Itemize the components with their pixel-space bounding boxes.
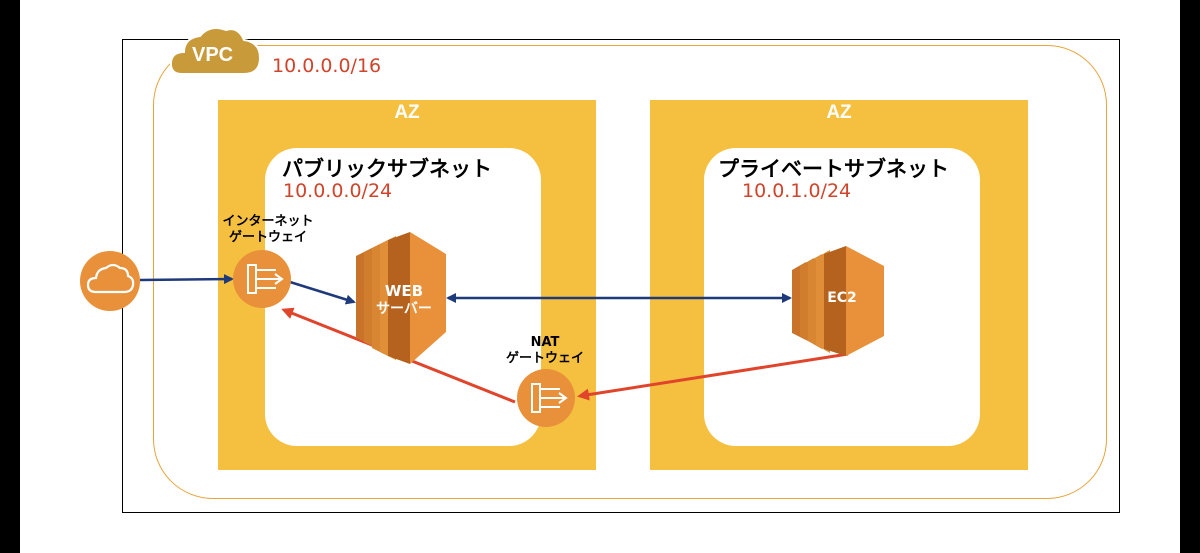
public-subnet-cidr: 10.0.0.0/24 [283, 180, 393, 202]
ec2-to-nat-arrow [577, 352, 849, 401]
public-subnet-title: パブリックサブネット [282, 157, 492, 181]
vpc-cidr: 10.0.0.0/16 [272, 55, 382, 77]
web-server-label: WEB サーバー [372, 282, 436, 318]
web-server-label-line2: サーバー [376, 301, 432, 317]
internet-gateway-label: インターネット ゲートウェイ [218, 214, 318, 246]
internet-cloud-icon [80, 251, 140, 311]
internet-to-igw-arrow [139, 274, 234, 285]
ec2-icon [792, 246, 884, 356]
vpc-label: VPC [192, 44, 234, 66]
nat-gateway-label-line2: ゲートウェイ [505, 351, 584, 366]
vpc-cloud-icon [169, 27, 262, 75]
vpc-container [153, 45, 1107, 499]
igw-to-web-arrow [289, 280, 356, 305]
web-server-label-line1: WEB [384, 282, 424, 300]
web-server-icon [356, 232, 446, 364]
az-right-label: AZ [826, 102, 852, 123]
private-subnet-title: プライベートサブネット [718, 157, 949, 181]
ec2-label: EC2 [827, 290, 857, 306]
internet-gateway-label-line2: ゲートウェイ [228, 230, 307, 245]
nat-gateway-label-line1: NAT [530, 335, 560, 350]
nat-gateway-label: NAT ゲートウェイ [495, 335, 595, 367]
nat-gateway-icon [517, 369, 575, 427]
internet-gateway-icon [233, 250, 291, 308]
internet-gateway-label-line1: インターネット [222, 214, 314, 229]
az-left-label: AZ [394, 102, 420, 123]
private-subnet-cidr: 10.0.1.0/24 [742, 180, 852, 202]
